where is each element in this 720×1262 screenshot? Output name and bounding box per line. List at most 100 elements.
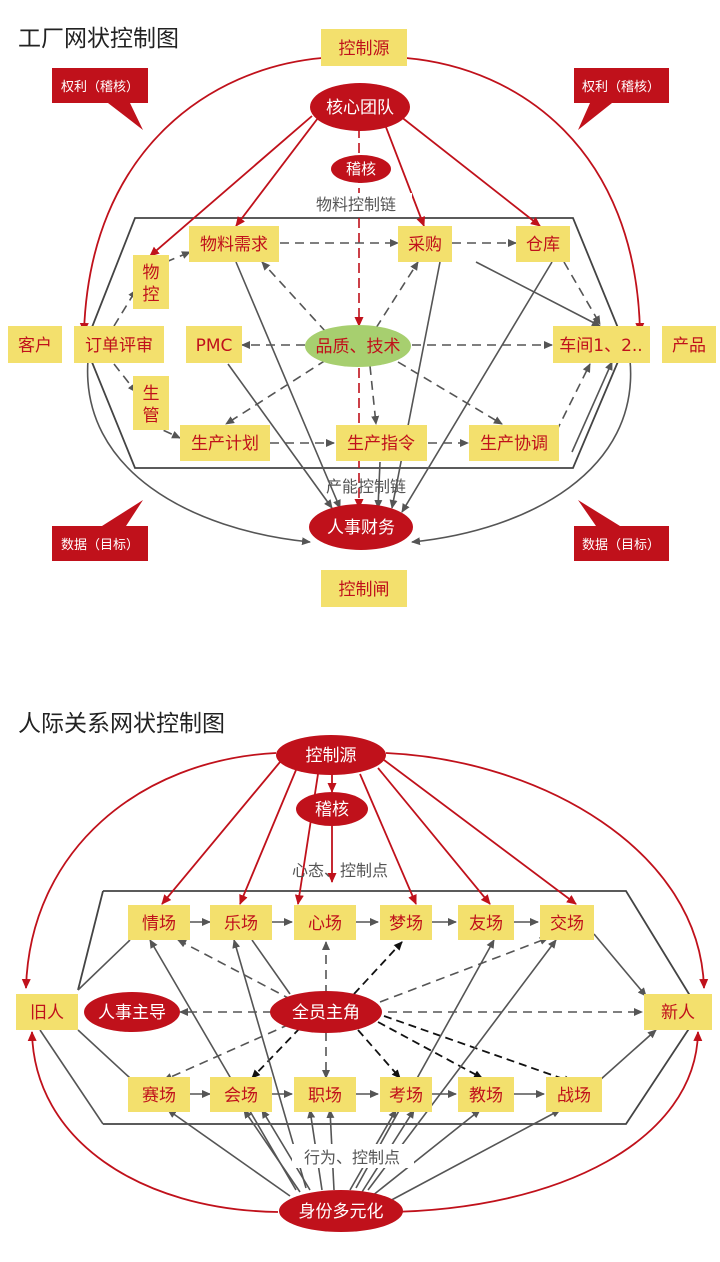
product-label: 产品	[672, 336, 706, 356]
top-box-4	[458, 905, 514, 940]
factory-diagram-title: 工厂网状控制图	[18, 26, 179, 52]
old-people-box	[16, 994, 78, 1030]
arc-source-to-order	[79, 57, 323, 333]
quality-to-coord	[397, 361, 503, 425]
relationship-diagram: 人际关系网状控制图	[16, 711, 712, 1232]
order-review-label: 订单评审	[85, 336, 153, 356]
mindset-point-label: 心态、控制点	[292, 861, 388, 880]
control-gate-box	[321, 570, 407, 607]
prod-order-label: 生产指令	[347, 434, 415, 454]
shengguan-box	[133, 376, 169, 430]
quality-to-material	[261, 261, 327, 333]
workshop-label: 车间1、2..	[559, 336, 642, 356]
source-to-jiaochang	[383, 759, 577, 905]
source-label: 控制源	[306, 746, 357, 766]
all-to-sai	[163, 1023, 291, 1081]
jiao-to-new	[593, 933, 647, 997]
data-callout-right: 数据（目标）	[574, 500, 669, 561]
rights-callout-left: 权利（稽核）	[52, 68, 148, 130]
wukong-to-material	[165, 251, 191, 263]
zhan-to-new	[599, 1029, 657, 1081]
warehouse-label: 仓库	[526, 235, 560, 255]
arc-source-to-new	[385, 752, 709, 989]
all-lead-ellipse	[270, 991, 382, 1033]
all-lead-label: 全员主角	[292, 1003, 360, 1023]
bottom-box-0	[128, 1077, 190, 1112]
id-to-qing	[149, 939, 297, 1191]
warehouse-to-hr	[401, 261, 553, 513]
customer-label: 客户	[18, 336, 52, 356]
wukong-label-1: 物	[143, 263, 160, 283]
order-review-to-shengguan	[113, 363, 137, 393]
id-to-hui-a	[243, 1109, 301, 1193]
warehouse-to-workshop	[563, 261, 601, 325]
hr-finance-label: 人事财务	[327, 518, 395, 538]
bottom-label-2: 职场	[308, 1086, 342, 1106]
data-callout-left: 数据（目标）	[52, 500, 148, 561]
old-to-bottom	[39, 1029, 104, 1125]
control-gate-label: 控制闸	[339, 580, 390, 600]
old-people-label: 旧人	[30, 1003, 64, 1023]
bottom-box-4	[458, 1077, 514, 1112]
arc-order-to-hr	[86, 359, 311, 546]
prod-plan-label: 生产计划	[191, 434, 259, 454]
frame-left-top	[77, 890, 104, 991]
bottom-label-0: 赛场	[142, 1085, 176, 1106]
top-label-5: 交场	[550, 914, 584, 934]
core-team-ellipse	[310, 83, 410, 131]
control-source-label: 控制源	[339, 39, 390, 59]
quality-to-order	[369, 365, 380, 425]
top-label-0: 情场	[142, 914, 176, 934]
arc-workshop-to-hr	[411, 359, 632, 546]
hr-finance-ellipse	[309, 504, 413, 550]
arc-source-to-old	[21, 752, 277, 989]
plan-to-workshop	[571, 361, 613, 453]
material-to-hr	[235, 261, 341, 509]
coord-to-workshop	[555, 363, 591, 433]
wukong-label-2: 控	[143, 285, 160, 305]
data-right-label: 数据（目标）	[582, 538, 660, 553]
bottom-box-1	[210, 1077, 272, 1112]
core-to-purchase	[383, 121, 425, 227]
workshop-box	[553, 326, 650, 363]
prod-plan-box	[180, 425, 270, 461]
bottom-label-1: 会场	[224, 1086, 258, 1106]
top-row: 情场 乐场 心场 梦场 友场 交场	[128, 905, 594, 940]
relationship-diagram-title: 人际关系网状控制图	[18, 711, 225, 737]
capacity-chain-label: 产能控制链	[326, 477, 406, 496]
pmc-label: PMC	[196, 336, 233, 356]
hr-lead-label: 人事主导	[98, 1003, 166, 1023]
arc-identity-to-old	[27, 1031, 279, 1213]
order-to-hr	[374, 461, 383, 509]
purchase-label: 采购	[408, 235, 442, 255]
quality-tech-label: 品质、技术	[316, 337, 401, 357]
prod-coord-label: 生产协调	[480, 434, 548, 454]
identity-ellipse	[279, 1190, 403, 1232]
old-to-qing	[77, 939, 131, 991]
top-label-3: 梦场	[389, 914, 423, 934]
pmc-box	[186, 326, 242, 363]
le-to-all	[251, 939, 291, 995]
wukong-box	[133, 255, 169, 309]
source-ellipse	[276, 735, 386, 775]
source-to-xinchang	[294, 773, 319, 905]
bottom-label-3: 考场	[389, 1086, 423, 1106]
pmc-to-hr	[227, 363, 333, 509]
core-team-label: 核心团队	[326, 98, 394, 118]
prod-coord-box	[469, 425, 559, 461]
new-people-label: 新人	[661, 1003, 695, 1023]
all-to-meng	[353, 941, 403, 995]
control-source-box	[321, 29, 407, 66]
hr-from-coord	[475, 261, 601, 327]
audit2-label: 稽核	[315, 800, 349, 820]
arc-source-to-workshop	[405, 57, 645, 333]
all-to-kao	[357, 1029, 401, 1079]
rights-callout-right: 权利（稽核）	[574, 68, 669, 130]
warehouse-box	[516, 226, 570, 262]
quality-to-plan	[225, 359, 327, 425]
bottom-label-4: 教场	[469, 1086, 503, 1106]
top-label-2: 心场	[308, 914, 342, 934]
new-people-box	[644, 994, 712, 1030]
core-to-material	[235, 117, 319, 227]
identity-label: 身份多元化	[299, 1202, 384, 1222]
